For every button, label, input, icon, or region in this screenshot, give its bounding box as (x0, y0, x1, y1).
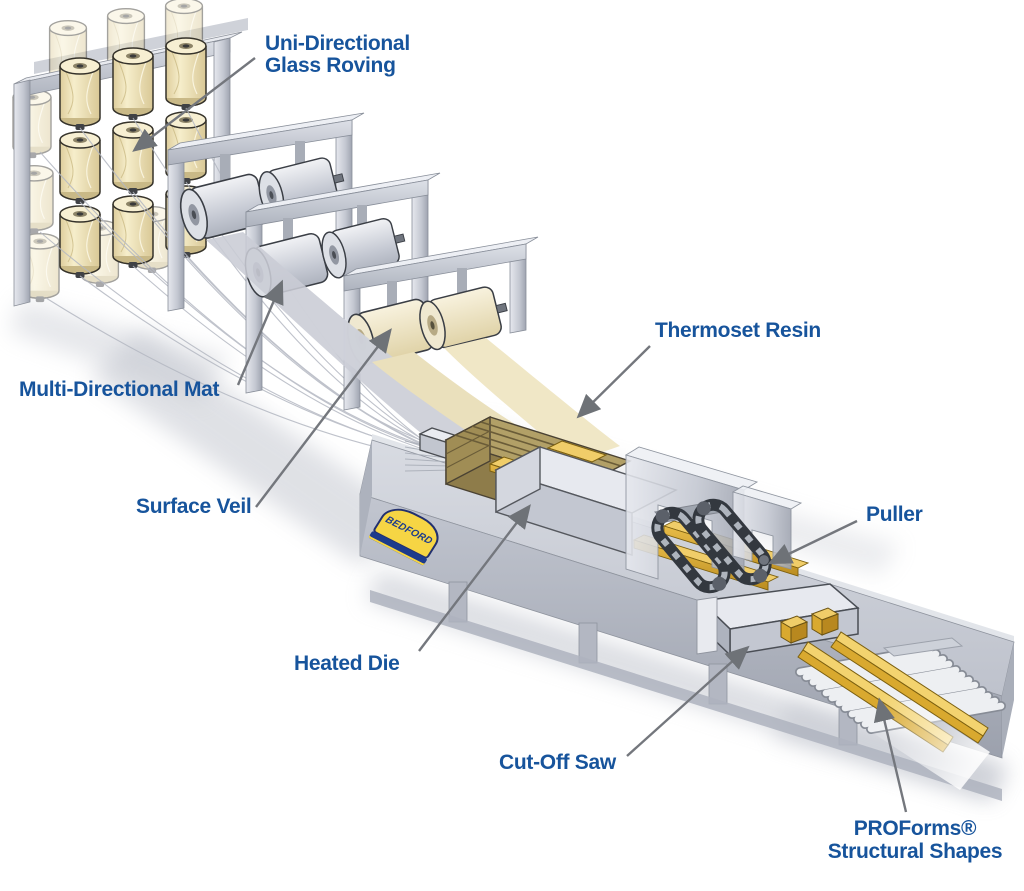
callout-arrows (132, 57, 908, 813)
label-line: Glass Roving (265, 54, 396, 77)
arrow-thermoset-resin (576, 345, 651, 419)
arrow-heated-die (418, 504, 531, 652)
arrow-proforms (873, 697, 908, 813)
arrow-surface-veil (255, 328, 392, 508)
puller-track (651, 498, 772, 594)
label-puller: Puller (866, 503, 923, 526)
arrow-uni-directional (132, 57, 256, 152)
label-line: Structural Shapes (827, 840, 1003, 863)
label-line: PROForms® (853, 817, 977, 840)
label-multi-directional-mat: Multi-Directional Mat (19, 378, 220, 401)
arrow-multi-directional (236, 279, 284, 386)
label-heated-die: Heated Die (294, 652, 400, 675)
arrow-puller (767, 519, 858, 565)
cut-pieces (779, 607, 840, 644)
mat-stand-1 (167, 112, 365, 312)
label-cut-off-saw: Cut-Off Saw (499, 751, 616, 774)
label-surface-veil: Surface Veil (136, 495, 252, 518)
surface-veil-roll (414, 282, 513, 353)
arrow-cut-off-saw (626, 645, 750, 757)
label-proforms-structural-shapes: PROForms® Structural Shapes (805, 817, 1024, 863)
label-uni-directional-glass-roving: Uni-Directional Glass Roving (265, 33, 410, 77)
label-thermoset-resin: Thermoset Resin (655, 319, 821, 342)
label-line: Uni-Directional (265, 32, 410, 55)
